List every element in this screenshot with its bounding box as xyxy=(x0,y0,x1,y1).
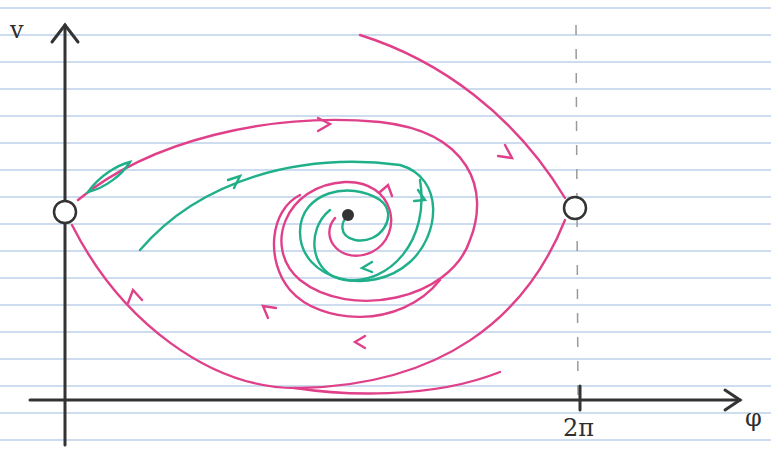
pink-trajectories xyxy=(72,35,565,393)
saddle-point xyxy=(564,197,586,219)
axes xyxy=(30,25,740,445)
green-trajectories xyxy=(88,162,433,281)
tick-label: 2π xyxy=(563,416,594,440)
saddle-point xyxy=(54,201,76,223)
axis-label: v xyxy=(10,18,24,42)
ruled-lines xyxy=(0,8,771,440)
stable-focus xyxy=(342,209,354,221)
axis-label: φ xyxy=(745,406,762,430)
equilibria xyxy=(54,197,586,223)
